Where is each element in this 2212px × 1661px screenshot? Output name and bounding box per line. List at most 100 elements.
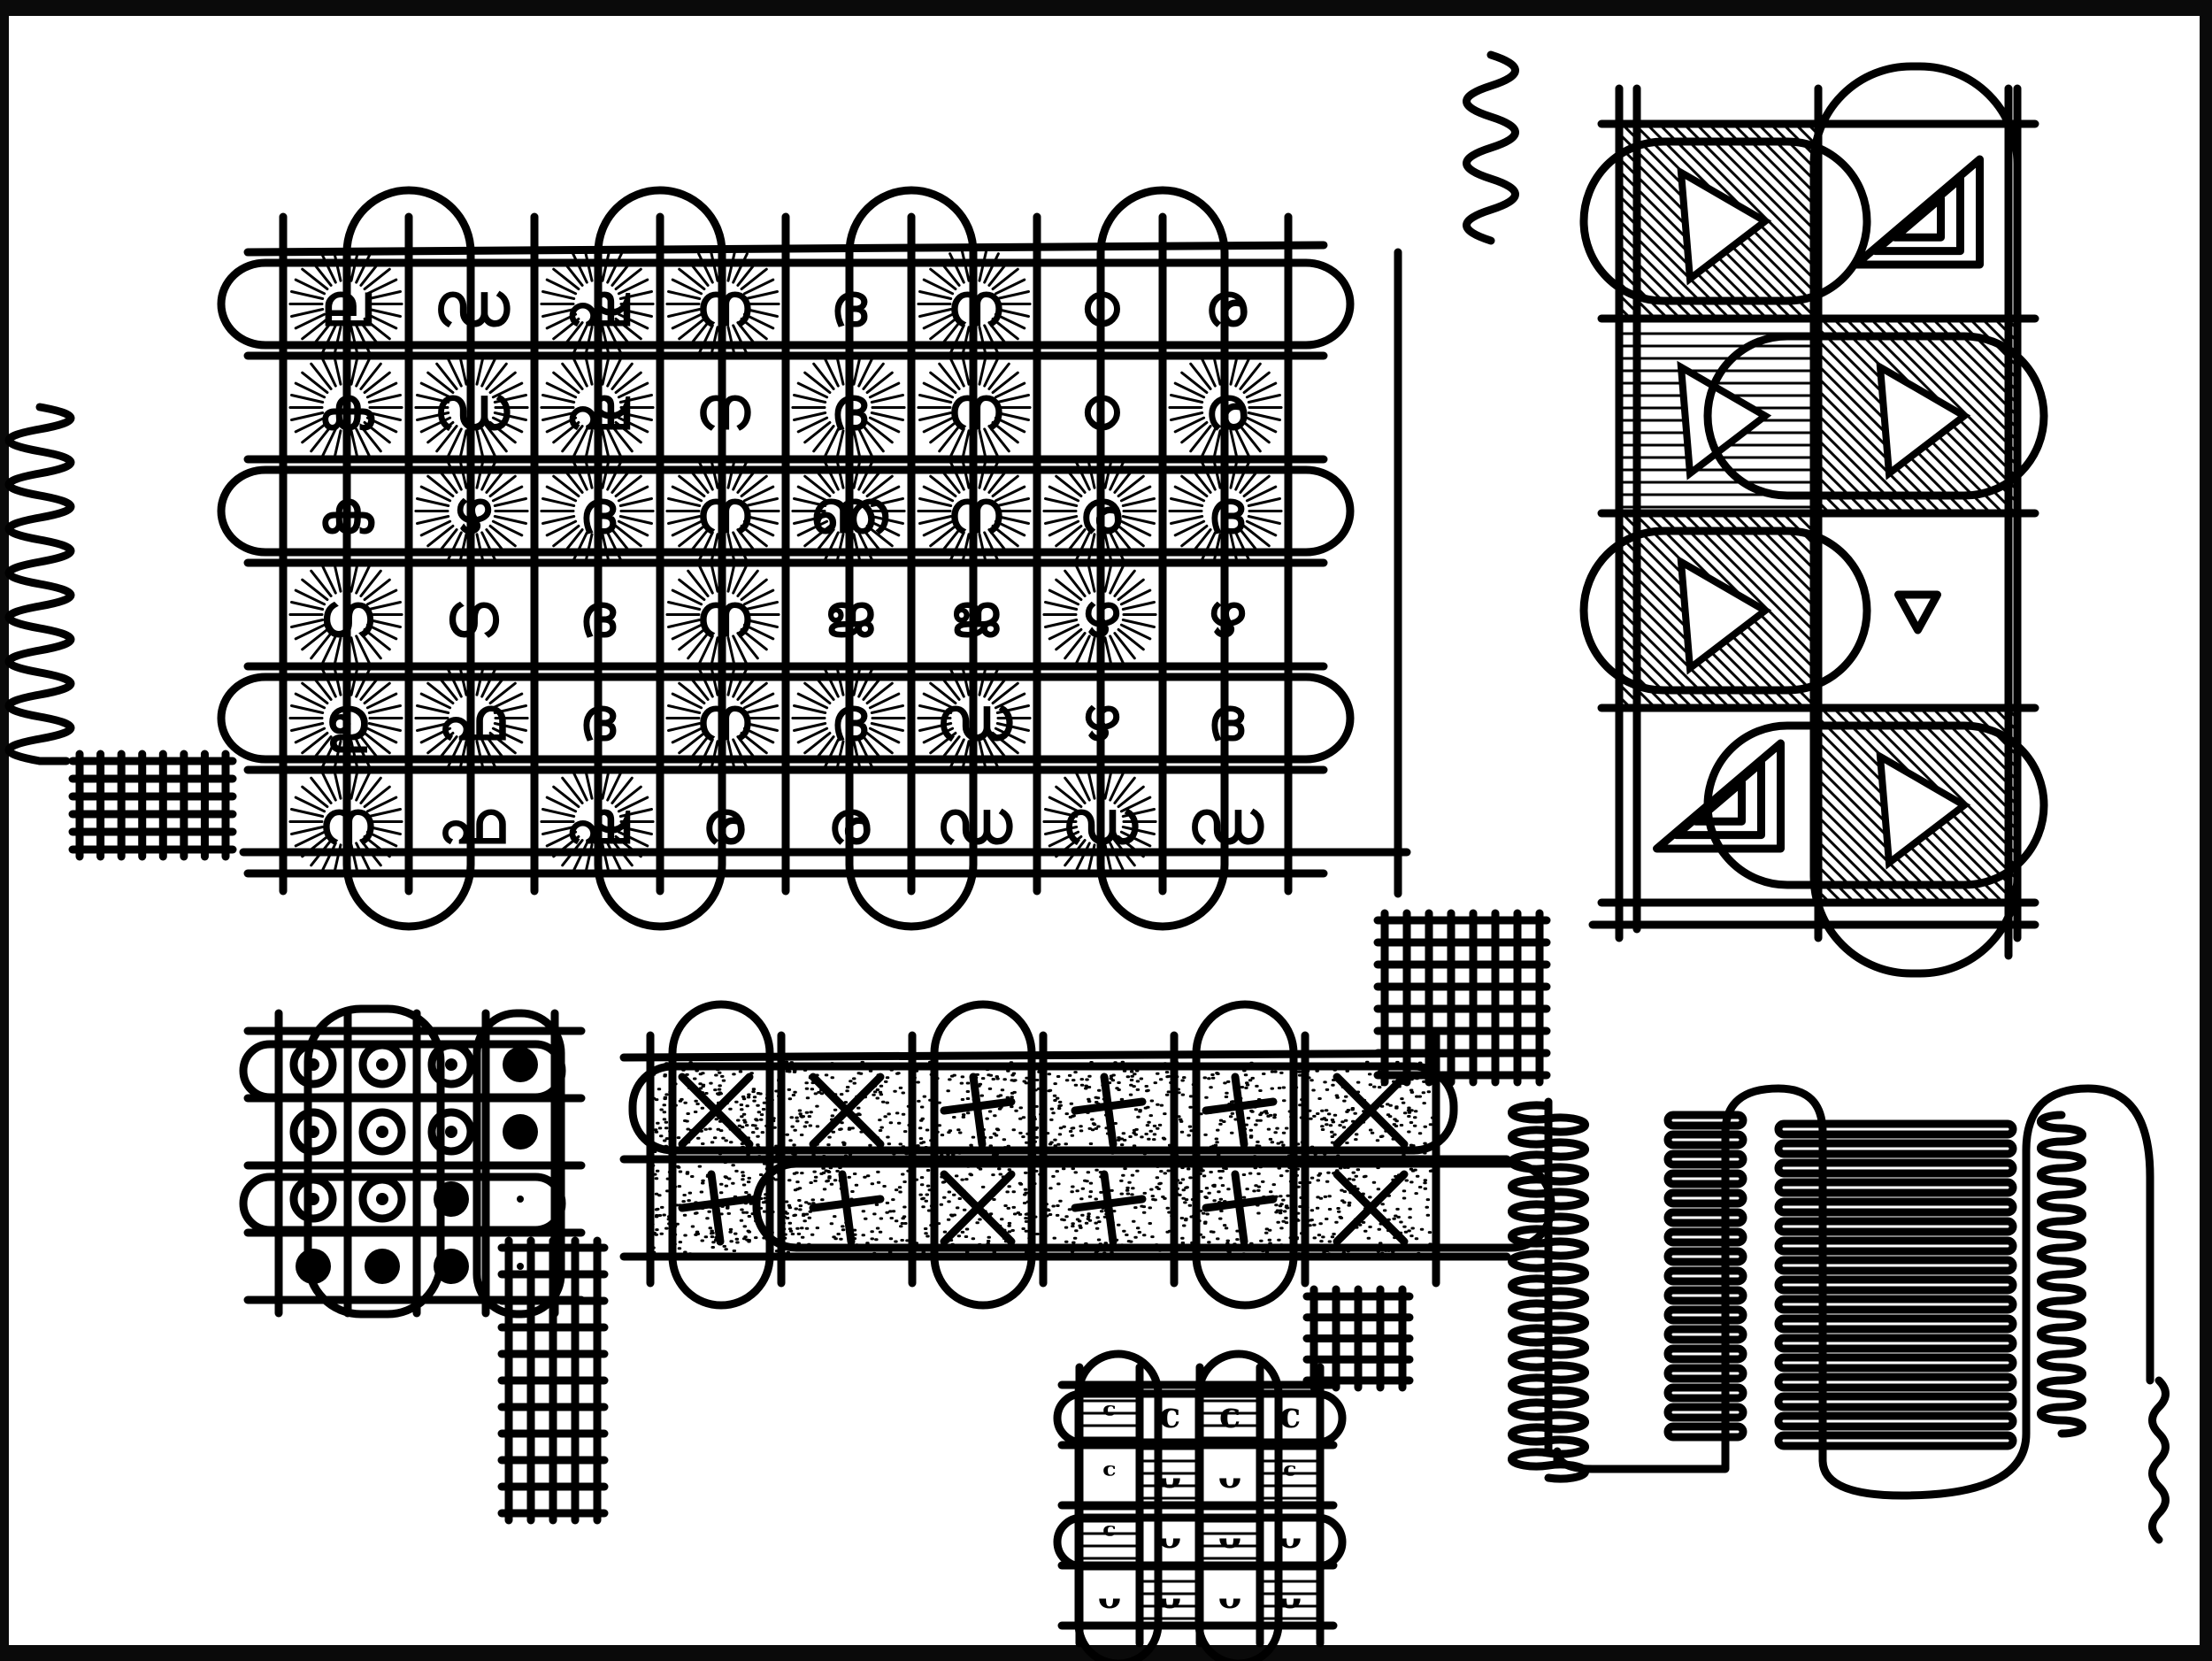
plus-mark (1100, 1170, 1118, 1246)
comb-stripe (1663, 1325, 1747, 1344)
curl-glyph: ᴗ (1218, 1575, 1242, 1617)
curl-row-loop (1053, 1513, 1347, 1571)
comb-stripe (1774, 1119, 2017, 1139)
cross-mark (1333, 1170, 1409, 1246)
curl-row-loop (1053, 1389, 1347, 1447)
comb-stripe (1774, 1197, 2017, 1217)
comb-stripe (1663, 1383, 1747, 1403)
curl-glyph: ᴗ (1098, 1575, 1122, 1617)
comb-stripe (1663, 1111, 1747, 1130)
woven-row-loop (217, 258, 1355, 350)
triangle-window (1677, 360, 1772, 481)
filled-dot (503, 1114, 538, 1150)
comb-stripe (1663, 1266, 1747, 1286)
band-column-loop (1192, 1000, 1298, 1310)
comb-stripe (1663, 1364, 1747, 1383)
hatch-stroke (1260, 1567, 1320, 1620)
comb-stripe (1663, 1344, 1747, 1364)
band-row-loop (628, 1062, 1458, 1155)
circle-column-loop (472, 1009, 565, 1319)
curl-column-loop (1074, 1350, 1163, 1661)
comb-stripe (1663, 1403, 1747, 1422)
comb-stripe (1774, 1236, 2017, 1256)
circle-row-loop (239, 1040, 566, 1102)
cross-mark (809, 1073, 885, 1149)
hatch-stroke (1260, 1447, 1320, 1500)
curl-glyph: ᴗ (1218, 1455, 1242, 1496)
curl-glyph: ᴗ (1218, 1515, 1242, 1557)
filled-dot (365, 1249, 400, 1284)
wave-squiggles (4, 50, 1519, 765)
comb-stripe (1774, 1334, 2017, 1353)
woven-column-loop (1096, 186, 1229, 931)
comb-stripe (1663, 1286, 1747, 1305)
circle-column-loop (303, 1004, 445, 1319)
comb-stripes (1508, 1084, 2170, 1544)
circle-row-loop (239, 1173, 566, 1234)
ring-mark (358, 1108, 406, 1156)
cross-mark (678, 1073, 754, 1149)
filled-dot (503, 1047, 538, 1082)
coil-spring (2037, 1111, 2086, 1438)
curl-glyph: c (1159, 1395, 1180, 1436)
comb-stripe (1774, 1275, 2017, 1295)
circle-grid (239, 1004, 586, 1319)
panel-row-loop (1579, 137, 1871, 305)
wave-squiggle (4, 403, 75, 765)
comb-stripe (1774, 1256, 2017, 1275)
comb-stripe (1774, 1158, 2017, 1178)
comb-stripe (1774, 1217, 2017, 1236)
ring-center (376, 1193, 388, 1205)
comb-stripe (1663, 1208, 1747, 1227)
cross-mark (1333, 1073, 1409, 1149)
hatch-stroke (1200, 1387, 1260, 1440)
curl-glyph: c (1219, 1395, 1240, 1436)
ring-center (445, 1126, 457, 1138)
nested-triangle (1891, 194, 1945, 242)
cross-mark (940, 1170, 1016, 1246)
curl-glyph: ᶜ (1102, 1515, 1117, 1557)
plus-mark (1231, 1170, 1248, 1246)
triangle-window (1677, 555, 1772, 675)
nested-triangle (1692, 778, 1746, 826)
triangle-window (1876, 750, 1971, 870)
comb-stripe (1663, 1227, 1747, 1247)
panel-row-loop (1703, 721, 2048, 889)
tiny-dot (517, 1196, 524, 1203)
comb-stripe (1663, 1188, 1747, 1208)
hatch-lines (1260, 1447, 1320, 1500)
comb-stripe (1663, 1247, 1747, 1266)
triangle-window (1677, 165, 1772, 286)
panel-row-loop (1579, 527, 1871, 695)
wave-tail (2148, 1376, 2170, 1544)
curl-column-loop (1194, 1350, 1283, 1661)
comb-stripe (1774, 1431, 2017, 1450)
curl-glyph: ᶜ (1282, 1455, 1297, 1496)
woven-column-loop (594, 186, 726, 931)
panel-row-loop (1703, 332, 2048, 500)
panel-column-loop (1809, 62, 2022, 978)
comb-stripe (1774, 1178, 2017, 1197)
curl-glyph: ᶜ (1102, 1395, 1117, 1436)
comb-stripe (1663, 1130, 1747, 1150)
comb-stripe (1774, 1139, 2017, 1158)
woven-column-loop (342, 186, 475, 931)
ring-center (376, 1126, 388, 1138)
comb-stripe (1663, 1422, 1747, 1442)
comb-stripe (1774, 1392, 2017, 1411)
hatch-lines (1260, 1567, 1320, 1620)
hatch-stroke (1079, 1387, 1140, 1440)
comb-stripe (1774, 1295, 2017, 1314)
hatch-stroke (1140, 1447, 1200, 1500)
comb-stripe (1663, 1169, 1747, 1188)
hatch-lines (1140, 1447, 1200, 1500)
tiny-dot (517, 1263, 524, 1270)
triangle-window (1876, 360, 1971, 481)
triangle-panel (1579, 62, 2048, 978)
plus-mark (1100, 1073, 1118, 1149)
mesh-patches (68, 750, 1551, 1525)
comb-stripe (1774, 1353, 2017, 1373)
hatch-lines (1200, 1387, 1260, 1440)
